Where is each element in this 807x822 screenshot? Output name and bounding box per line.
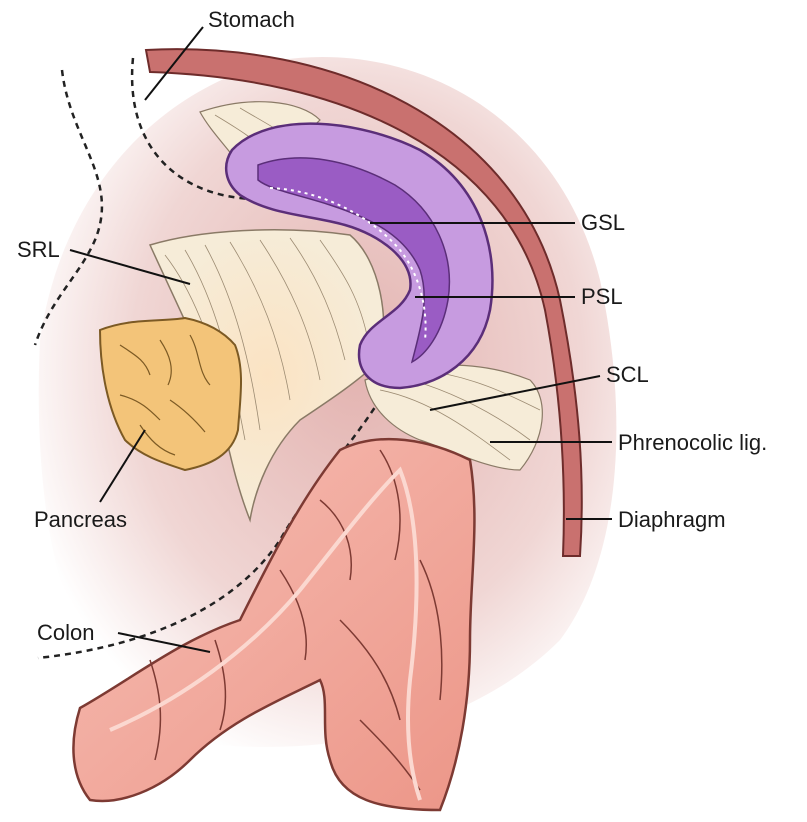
label-psl: PSL xyxy=(581,284,623,309)
label-scl: SCL xyxy=(606,362,649,387)
label-srl: SRL xyxy=(17,237,60,262)
label-gsl: GSL xyxy=(581,210,625,235)
label-colon: Colon xyxy=(37,620,94,645)
label-phrenocolic: Phrenocolic lig. xyxy=(618,430,767,455)
label-pancreas: Pancreas xyxy=(34,507,127,532)
label-diaphragm: Diaphragm xyxy=(618,507,726,532)
label-stomach: Stomach xyxy=(208,7,295,32)
